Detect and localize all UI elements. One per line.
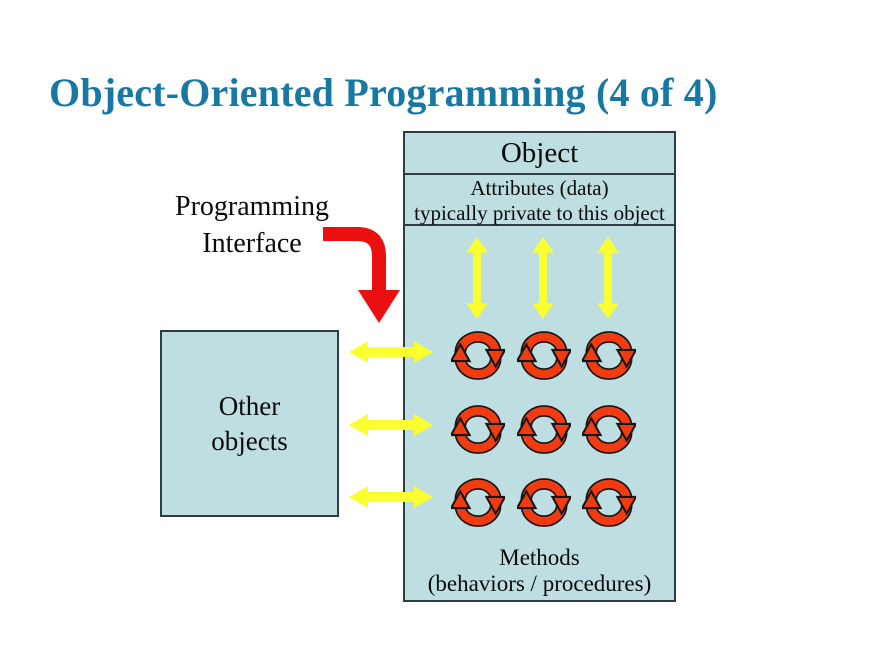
cycle-arrows-icon xyxy=(582,331,636,380)
attribute-access-arrow-icon xyxy=(532,237,554,319)
other-objects-box: Other objects xyxy=(160,330,339,517)
attribute-access-arrow-icon xyxy=(597,237,619,319)
object-box-title: Object xyxy=(405,133,674,175)
attribute-access-arrow-icon xyxy=(466,237,488,319)
cycle-arrows-icon xyxy=(451,331,505,380)
cycle-arrows-icon xyxy=(582,405,636,454)
methods-line2: (behaviors / procedures) xyxy=(427,571,652,596)
attributes-line1: Attributes (data) xyxy=(470,176,609,200)
other-objects-line1: Other xyxy=(218,390,281,421)
cycle-arrows-icon xyxy=(451,405,505,454)
programming-interface-arrow-icon xyxy=(323,227,400,323)
object-message-arrow-icon xyxy=(349,341,433,363)
object-message-arrow-icon xyxy=(349,414,433,436)
other-objects-label: Other objects xyxy=(211,389,287,459)
methods-line1: Methods xyxy=(499,545,580,570)
cycle-arrows-icon xyxy=(517,405,571,454)
cycle-arrows-icon xyxy=(451,478,505,527)
programming-interface-line2: Interface xyxy=(202,228,302,259)
attributes-line2: typically private to this object xyxy=(414,201,665,225)
object-message-arrow-icon xyxy=(349,486,433,508)
programming-interface-label: Programming Interface xyxy=(160,188,344,262)
cycle-arrows-icon xyxy=(517,331,571,380)
cycle-arrows-icon xyxy=(517,478,571,527)
object-box-methods: Methods (behaviors / procedures) xyxy=(405,545,674,597)
programming-interface-line1: Programming xyxy=(175,191,329,222)
slide-title: Object-Oriented Programming (4 of 4) xyxy=(49,70,718,115)
cycle-arrows-icon xyxy=(582,478,636,527)
object-box-attributes: Attributes (data) typically private to t… xyxy=(405,175,674,226)
other-objects-line2: objects xyxy=(211,425,288,456)
